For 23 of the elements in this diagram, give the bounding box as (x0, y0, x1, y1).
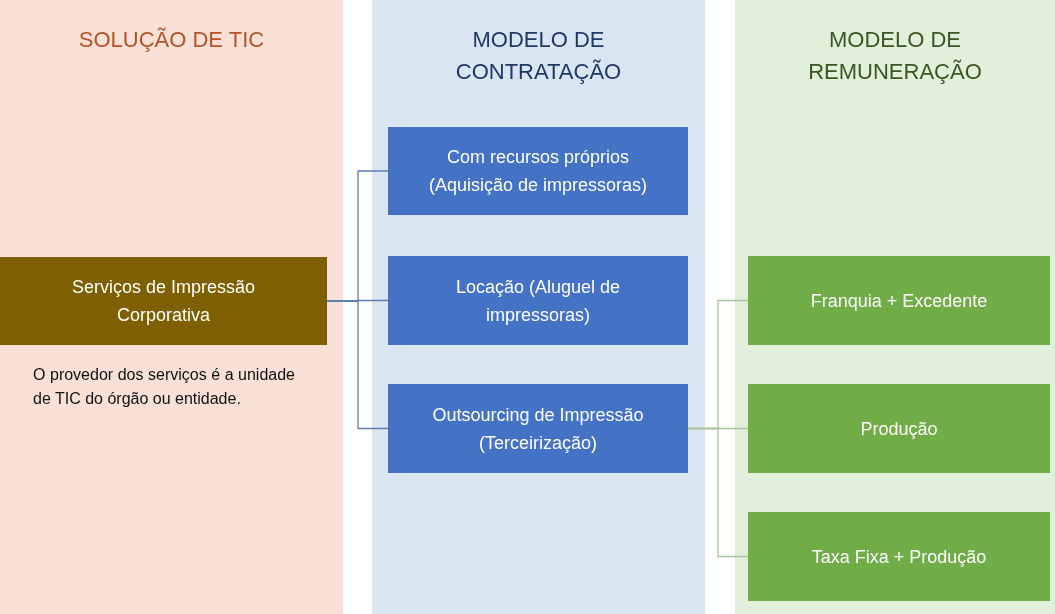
box-label: Serviços de Impressão Corporativa (70, 276, 257, 327)
column-band (0, 0, 343, 614)
connector-line (326, 300, 389, 430)
column-heading: MODELO DE CONTRATAÇÃO (454, 26, 623, 86)
process-box (388, 384, 688, 473)
box-label: Produção (860, 417, 938, 441)
column-band (372, 0, 705, 614)
box-label: Locação (Aluguel de impressoras) (454, 275, 622, 327)
column-band (735, 0, 1055, 614)
note-text: O provedor dos serviços é a unidade de TIC do órgão ou entidade. (33, 365, 295, 409)
box-label: Franquia + Excedente (810, 289, 988, 313)
box-label: Taxa Fixa + Produção (811, 545, 987, 569)
process-box (748, 384, 1050, 473)
process-box (0, 257, 327, 345)
column-heading: SOLUÇÃO DE TIC (77, 26, 266, 54)
box-label: Outsourcing de Impressão (Terceirização) (431, 403, 645, 455)
column-heading: MODELO DE REMUNERAÇÃO (807, 26, 983, 86)
process-box (748, 256, 1050, 345)
process-box (748, 512, 1050, 601)
process-box (388, 127, 688, 215)
connector-line (687, 427, 749, 558)
box-label: Com recursos próprios (Aquisição de impressoras) (427, 146, 649, 197)
process-box (388, 256, 688, 345)
